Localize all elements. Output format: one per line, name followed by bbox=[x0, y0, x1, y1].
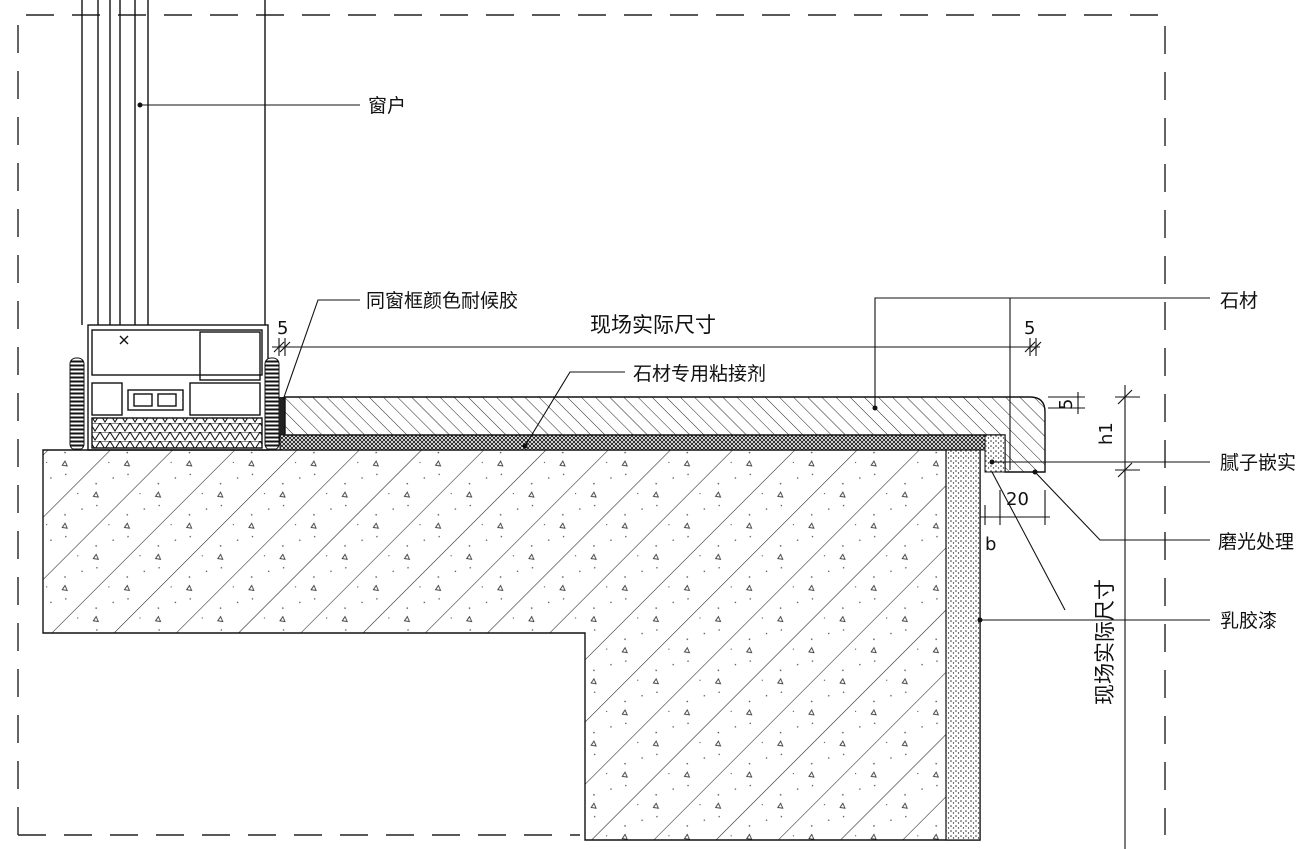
label-window: 窗户 bbox=[368, 95, 406, 117]
dim-site-height: 现场实际尺寸 bbox=[1093, 579, 1117, 705]
weather-sealant bbox=[279, 397, 285, 435]
dashed-border bbox=[17, 14, 1166, 836]
label-putty: 腻子嵌实 bbox=[1220, 452, 1296, 474]
window-frame bbox=[81, 0, 269, 451]
right-seal-strip bbox=[264, 357, 280, 451]
dim-site-width: 现场实际尺寸 bbox=[590, 313, 716, 337]
dim-gap-left: 5 bbox=[277, 318, 288, 339]
dim-b: b bbox=[985, 534, 996, 555]
dim-gap-right: 5 bbox=[1024, 318, 1035, 339]
leader-dots bbox=[137, 102, 1038, 623]
left-seal-strip bbox=[69, 357, 85, 451]
adhesive-layer bbox=[279, 434, 991, 451]
dim-edge-chamfer: 5 bbox=[1056, 399, 1077, 410]
concrete-sill bbox=[42, 449, 981, 841]
putty-fill bbox=[984, 434, 1006, 473]
label-stone-adhesive: 石材专用粘接剂 bbox=[633, 363, 766, 385]
leader-lines bbox=[140, 104, 1210, 621]
dimension-lines bbox=[272, 338, 1140, 849]
label-polish: 磨光处理 bbox=[1218, 531, 1294, 553]
latex-paint-layer bbox=[945, 449, 981, 841]
dim-lip-width: 20 bbox=[1006, 489, 1029, 510]
dim-h1: h1 bbox=[1096, 422, 1117, 445]
label-sealant: 同窗框颜色耐候胶 bbox=[366, 290, 518, 312]
label-stone: 石材 bbox=[1220, 290, 1258, 312]
label-latex-paint: 乳胶漆 bbox=[1220, 610, 1277, 632]
